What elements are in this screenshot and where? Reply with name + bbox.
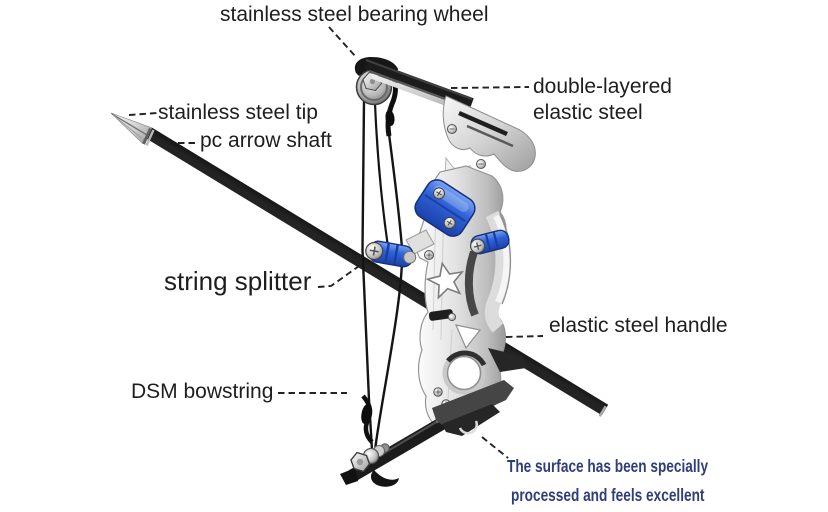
label-tip: stainless steel tip bbox=[158, 101, 318, 124]
star-cutout bbox=[425, 261, 465, 300]
label-limb: double-layered elastic steel bbox=[533, 74, 672, 126]
note-line2: processed and feels excellent bbox=[511, 485, 705, 505]
bottom-axle bbox=[350, 443, 399, 487]
bottom-assembly bbox=[340, 348, 526, 487]
leader-bearing-wheel bbox=[328, 26, 357, 58]
label-shaft: pc arrow shaft bbox=[200, 129, 332, 152]
label-handle: elastic steel handle bbox=[549, 314, 728, 337]
leader-limb bbox=[450, 86, 530, 89]
label-bowstring: DSM bowstring bbox=[131, 380, 274, 403]
note-line1: The surface has been specially bbox=[507, 456, 709, 476]
label-bearing-wheel: stainless steel bearing wheel bbox=[220, 3, 489, 26]
leader-tip bbox=[128, 112, 158, 116]
label-splitter: string splitter bbox=[164, 266, 312, 296]
leader-lines bbox=[128, 26, 544, 459]
grip-pad bbox=[432, 380, 514, 428]
riser bbox=[415, 95, 536, 425]
leader-splitter bbox=[317, 265, 360, 288]
label-limb-line2: elastic steel bbox=[533, 101, 643, 124]
leader-handle bbox=[505, 335, 544, 338]
blue-clamp bbox=[414, 179, 476, 237]
limb-pocket bbox=[488, 348, 526, 372]
label-limb-line1: double-layered bbox=[533, 75, 672, 98]
leader-note bbox=[481, 436, 509, 459]
string-splitter-roller bbox=[365, 240, 417, 268]
riser-top-bracket bbox=[442, 95, 536, 172]
right-roller bbox=[470, 229, 510, 255]
string-knot-bottom bbox=[361, 394, 374, 444]
bottom-cam-hook bbox=[370, 470, 399, 487]
